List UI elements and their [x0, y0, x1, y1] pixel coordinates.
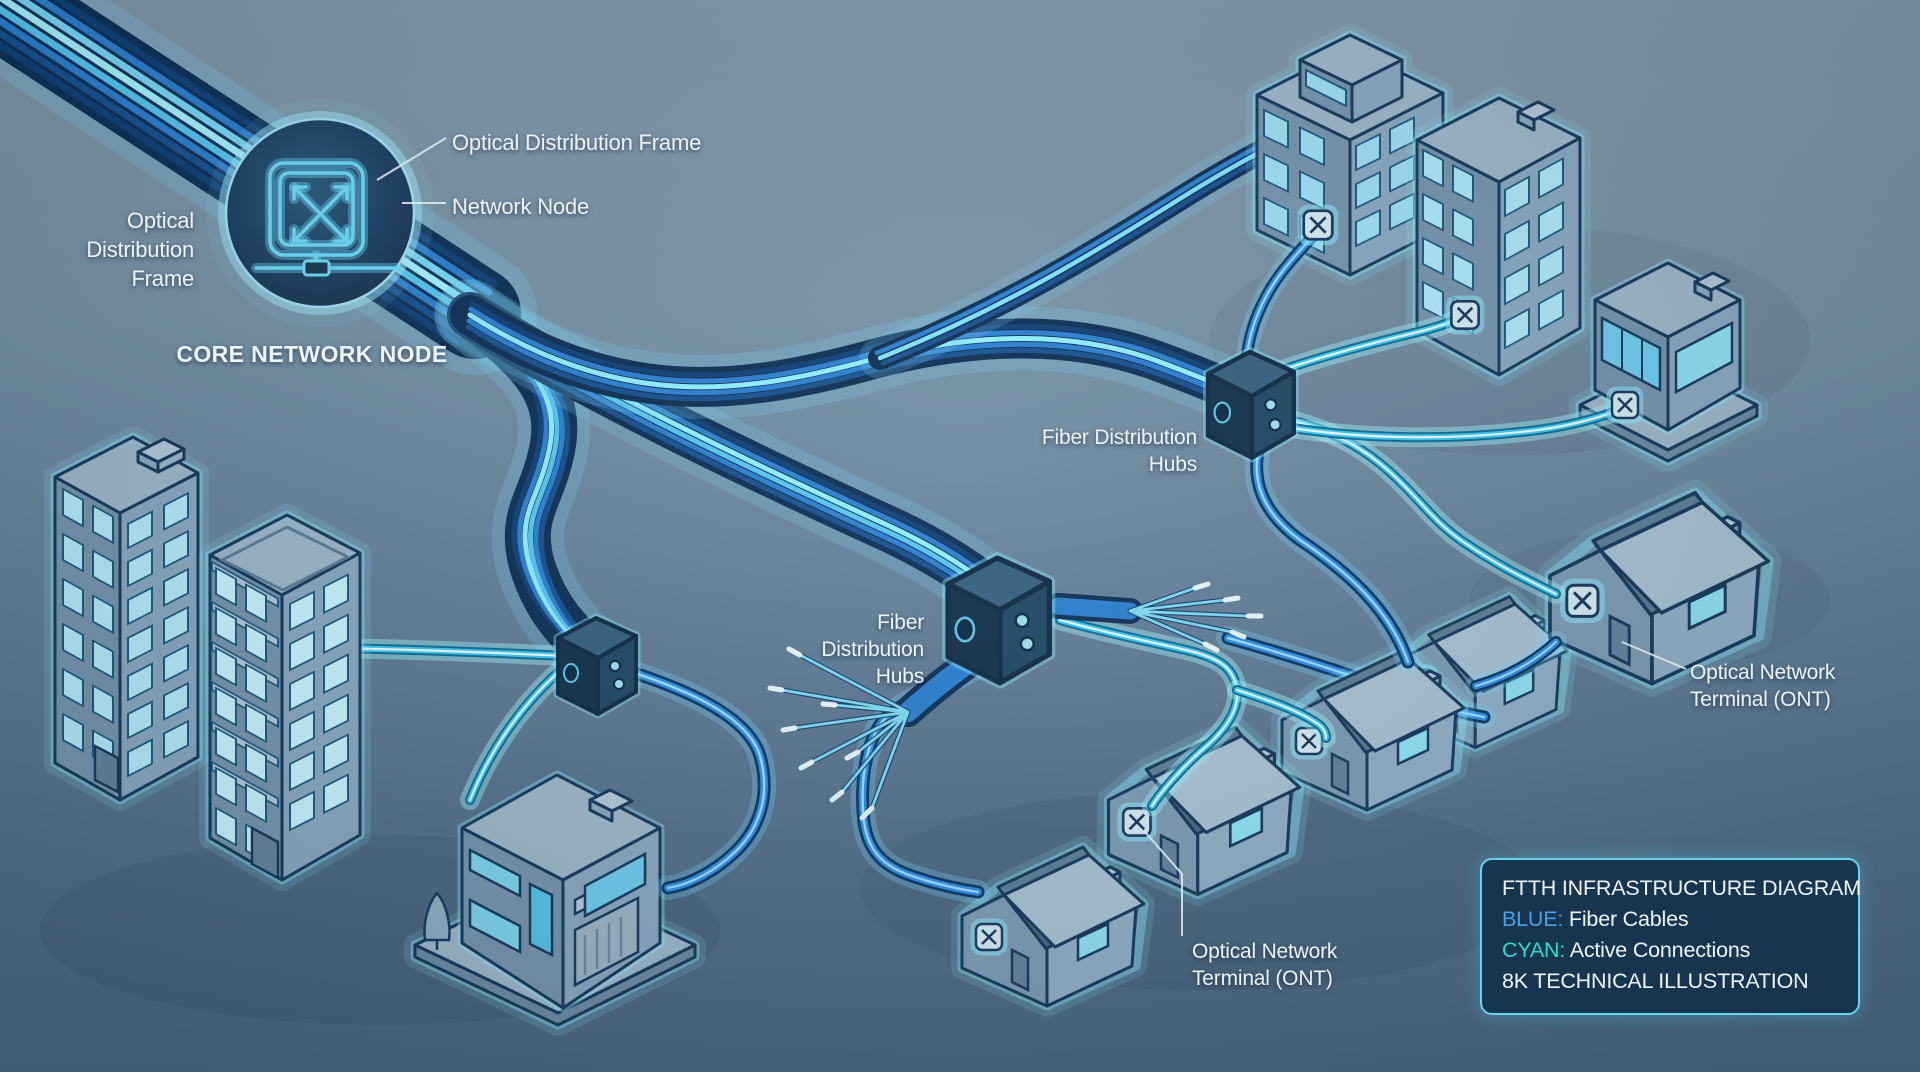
legend-entry-cyan: CYAN: Active Connections — [1502, 935, 1838, 966]
building-tower-left-1 — [44, 426, 209, 811]
ont-box-modern-topright — [1609, 389, 1641, 421]
label-odf-side: Optical Distribution Frame — [86, 208, 194, 291]
building-modern-left — [404, 770, 706, 1036]
legend-value-cyan: Active Connections — [1569, 938, 1751, 962]
label-callout-network-node: Network Node — [452, 194, 589, 219]
house-right-ont — [1550, 493, 1768, 684]
legend-title: FTTH INFRASTRUCTURE DIAGRAM — [1502, 876, 1861, 900]
fiber-distribution-hub-left — [558, 618, 636, 714]
legend-key-blue: BLUE: — [1502, 907, 1564, 931]
label-hub-right: Fiber Distribution Hubs — [1041, 426, 1197, 476]
legend-panel: FTTH INFRASTRUCTURE DIAGRAM BLUE: Fiber … — [1480, 858, 1861, 1015]
ont-box-office-2 — [1448, 298, 1482, 332]
label-hub-center: Fiber Distribution Hubs — [821, 611, 924, 688]
optical-distribution-frame-icon — [256, 163, 398, 277]
fiber-distribution-hub-central — [948, 558, 1049, 683]
fiber-distribution-hub-topright — [1208, 352, 1294, 458]
callout-leader-lines — [376, 137, 1687, 936]
ont-box-office-1 — [1300, 207, 1335, 242]
label-core-network-node: CORE NETWORK NODE — [176, 341, 448, 367]
legend-key-cyan: CYAN: — [1502, 938, 1566, 962]
branch-bundle-topright-hub — [468, 303, 1250, 412]
fiber-splay-right — [1045, 581, 1264, 653]
label-callout-odf: Optical Distribution Frame — [452, 130, 702, 155]
core-network-node — [206, 99, 434, 327]
label-ont-right: Optical Network Terminal (ONT) — [1690, 661, 1836, 711]
legend-entry-blue: BLUE: Fiber Cables — [1502, 904, 1838, 935]
label-ont-bottom: Optical Network Terminal (ONT) — [1192, 940, 1338, 990]
building-tower-left-2 — [199, 504, 371, 891]
building-modern-topright — [1569, 258, 1768, 472]
legend-footer: 8K TECHNICAL ILLUSTRATION — [1502, 969, 1809, 993]
legend-value-blue: Fiber Cables — [1568, 907, 1689, 931]
